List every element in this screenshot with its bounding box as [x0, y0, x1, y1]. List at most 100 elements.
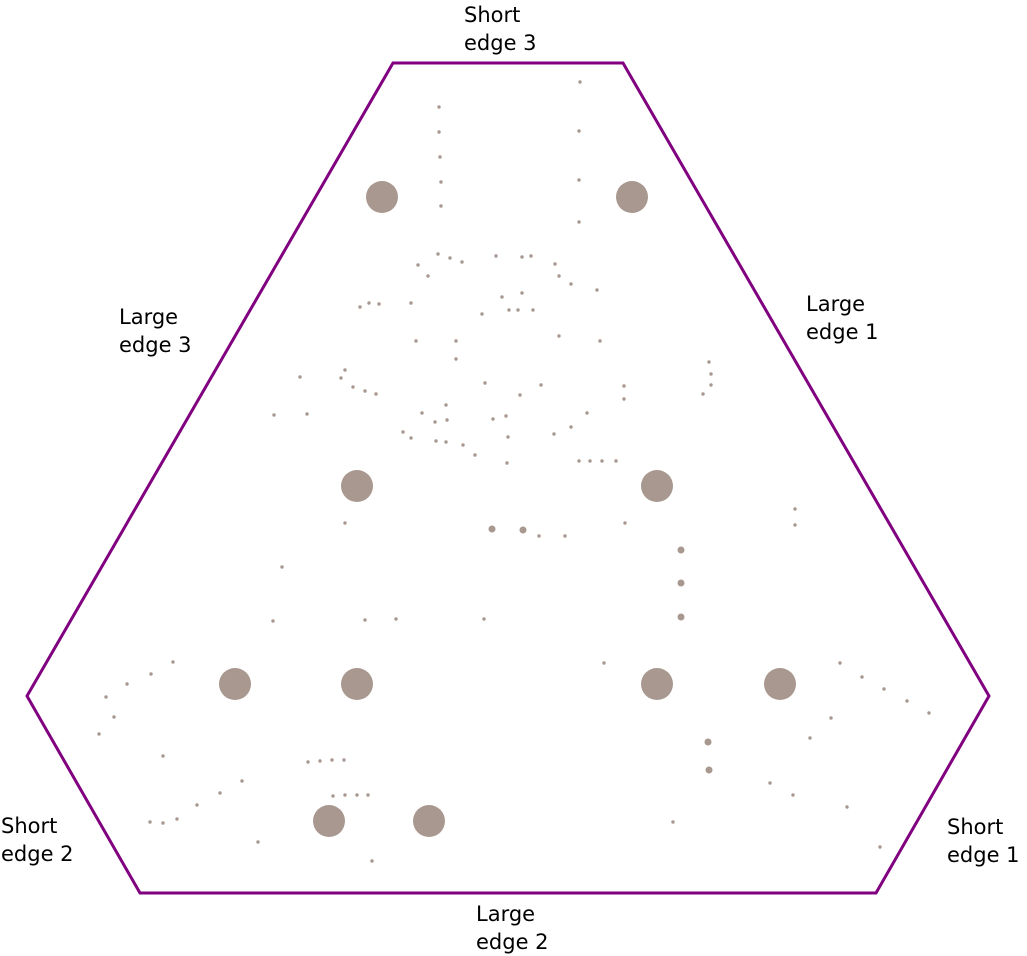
- large-hole: [341, 668, 373, 700]
- short-edge-1-label: Short edge 1: [947, 815, 1020, 867]
- small-hole: [569, 425, 573, 429]
- short-edge-2-label: Short edge 2: [1, 814, 74, 866]
- small-hole: [218, 791, 222, 795]
- small-hole: [882, 687, 886, 691]
- small-hole: [709, 372, 713, 376]
- small-hole: [394, 617, 398, 621]
- short-edge-2-line-2: edge 2: [1, 842, 74, 866]
- small-hole: [602, 661, 606, 665]
- medium-hole: [704, 738, 712, 746]
- small-hole: [426, 274, 430, 278]
- small-hole: [905, 699, 909, 703]
- small-hole: [569, 282, 573, 286]
- small-hole: [370, 859, 374, 863]
- small-hole: [585, 411, 589, 415]
- small-hole: [531, 308, 535, 312]
- small-hole: [444, 440, 448, 444]
- small-hole: [377, 302, 381, 306]
- small-hole: [460, 260, 464, 264]
- small-hole: [351, 385, 355, 389]
- small-hole: [445, 418, 449, 422]
- small-hole: [577, 220, 581, 224]
- small-hole: [520, 291, 524, 295]
- small-hole: [557, 334, 561, 338]
- large-hole: [366, 181, 398, 213]
- small-hole: [112, 715, 116, 719]
- large-hole: [413, 805, 445, 837]
- small-hole: [529, 254, 533, 258]
- small-hole: [448, 256, 452, 260]
- medium-hole: [519, 526, 527, 534]
- small-hole: [342, 758, 346, 762]
- small-hole: [298, 375, 302, 379]
- small-hole: [598, 339, 602, 343]
- small-hole: [473, 453, 477, 457]
- small-hole: [552, 432, 556, 436]
- small-hole: [622, 384, 626, 388]
- small-hole: [305, 412, 309, 416]
- small-hole: [577, 129, 581, 133]
- small-hole: [331, 794, 335, 798]
- small-hole: [439, 180, 443, 184]
- small-hole: [175, 817, 179, 821]
- small-hole: [793, 507, 797, 511]
- small-hole: [537, 534, 541, 538]
- large-edge-2-label: Large edge 2: [476, 902, 549, 954]
- small-hole: [701, 392, 705, 396]
- small-hole: [494, 254, 498, 258]
- small-hole: [622, 397, 626, 401]
- small-hole: [125, 682, 129, 686]
- small-hole: [409, 436, 413, 440]
- small-hole: [557, 274, 561, 278]
- small-hole: [306, 760, 310, 764]
- small-hole: [437, 105, 441, 109]
- short-edge-3-line-2: edge 3: [464, 31, 537, 55]
- small-hole: [563, 534, 567, 538]
- small-hole: [438, 155, 442, 159]
- large-hole: [219, 668, 251, 700]
- small-hole: [454, 357, 458, 361]
- small-hole: [367, 301, 371, 305]
- small-hole: [707, 360, 711, 364]
- large-hole: [313, 805, 345, 837]
- small-hole: [539, 383, 543, 387]
- small-hole: [506, 435, 510, 439]
- small-hole: [553, 262, 557, 266]
- small-hole: [343, 521, 347, 525]
- small-hole: [358, 305, 362, 309]
- short-edge-1-line-1: Short: [947, 815, 1003, 839]
- small-hole: [148, 820, 152, 824]
- small-hole: [483, 381, 487, 385]
- medium-hole: [677, 546, 685, 554]
- small-hole: [256, 840, 260, 844]
- large-edge-3-label: Large edge 3: [119, 305, 192, 357]
- small-hole: [600, 459, 604, 463]
- short-edge-2-line-1: Short: [1, 814, 57, 838]
- small-hole: [791, 793, 795, 797]
- large-edge-1-line-1: Large: [806, 292, 865, 316]
- large-edge-3-line-2: edge 3: [119, 333, 192, 357]
- small-hole: [504, 414, 508, 418]
- hole-pattern: [97, 80, 931, 863]
- small-hole: [401, 430, 405, 434]
- small-hole: [161, 754, 165, 758]
- small-hole: [366, 793, 370, 797]
- large-hole: [341, 470, 373, 502]
- small-hole: [439, 204, 443, 208]
- small-hole: [240, 779, 244, 783]
- large-edge-3-line-1: Large: [119, 305, 178, 329]
- small-hole: [588, 459, 592, 463]
- small-hole: [878, 845, 882, 849]
- small-hole: [491, 417, 495, 421]
- small-hole: [927, 711, 931, 715]
- medium-hole: [705, 766, 713, 774]
- small-hole: [577, 459, 581, 463]
- small-hole: [454, 339, 458, 343]
- small-hole: [461, 443, 465, 447]
- small-hole: [482, 617, 486, 621]
- small-hole: [838, 661, 842, 665]
- small-hole: [709, 383, 713, 387]
- small-hole: [343, 368, 347, 372]
- small-hole: [271, 619, 275, 623]
